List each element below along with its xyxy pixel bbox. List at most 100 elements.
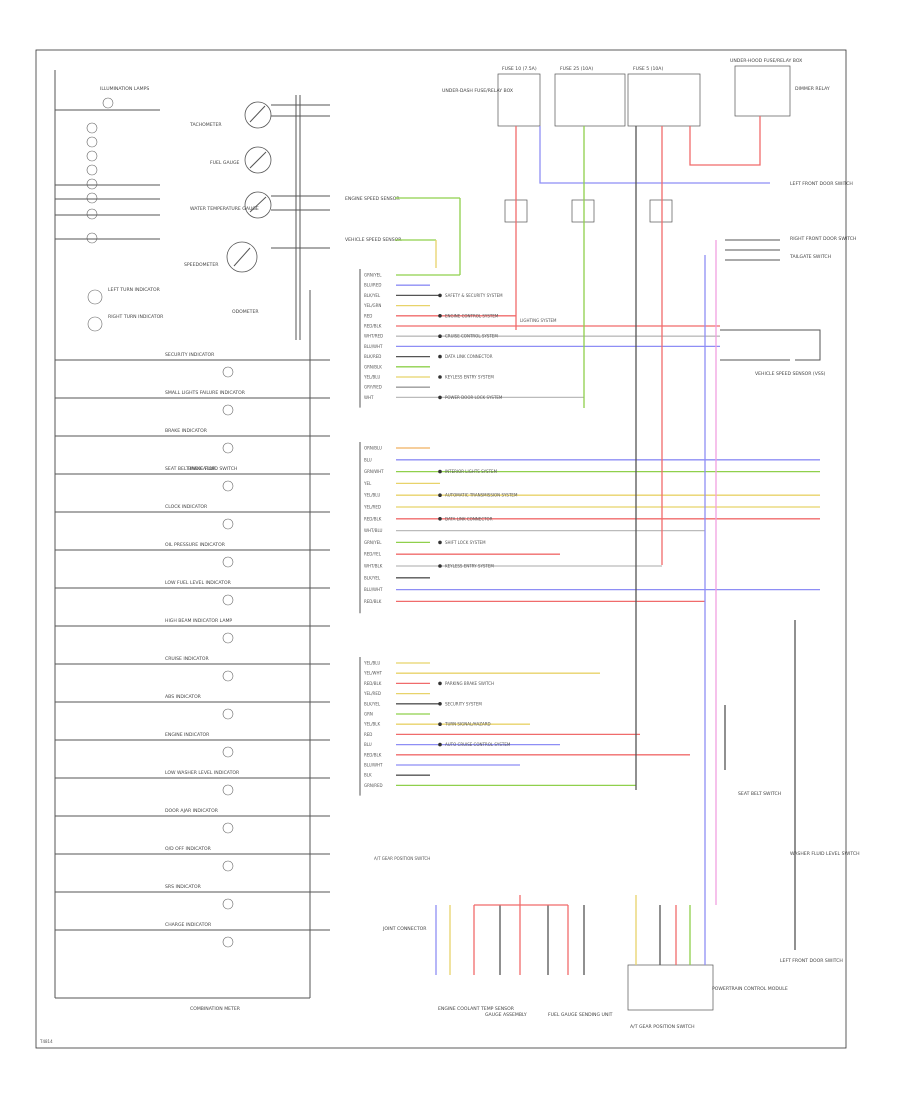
wire-code-label: BLU <box>364 742 372 747</box>
lamp-icon <box>86 192 98 204</box>
fuse-box-1 <box>497 73 541 127</box>
right-switch-a-label: LEFT FRONT DOOR SWITCH <box>790 181 853 187</box>
wire-code-label: BLU/WHT <box>364 344 383 349</box>
wire-code-label: GRN/BLK <box>364 364 382 369</box>
wire-code-label: WHT <box>364 395 374 400</box>
wire-code-label: BLU/RED <box>364 283 381 288</box>
indicator-lamp-icon <box>222 518 234 530</box>
fuse-2-label: FUSE 25 (10A) <box>560 66 593 72</box>
vehicle-speed-switch-label: VEHICLE SPEED SENSOR (VSS) <box>755 371 826 377</box>
wire-code-label: YEL/GRN <box>363 303 381 308</box>
indicator-label: O/D OFF INDICATOR <box>165 846 212 852</box>
indicator-lamp-icon <box>222 594 234 606</box>
top-components: UNDER-DASH FUSE/RELAY BOX FUSE 10 (7.5A)… <box>442 58 830 223</box>
indicator-label: SEAT BELT INDICATOR <box>165 466 216 472</box>
indicator-label: DOOR AJAR INDICATOR <box>165 808 219 814</box>
engine-speed-sensor-label: ENGINE SPEED SENSOR <box>345 196 400 202</box>
system-note-label: SAFETY & SECURITY SYSTEM <box>445 293 503 298</box>
indicator-lamp-icon <box>222 670 234 682</box>
system-note-label: KEYLESS ENTRY SYSTEM <box>445 375 494 380</box>
indicator-label: SECURITY INDICATOR <box>165 352 215 358</box>
wire-code-label: BLU/WHT <box>364 763 383 768</box>
indicator-lamp-icon <box>222 860 234 872</box>
wire-code-label: YEL/BLU <box>363 375 380 380</box>
splice-dot <box>438 681 442 686</box>
relay-label: DIMMER RELAY <box>795 86 830 92</box>
gauge-assembly-label: GAUGE ASSEMBLY <box>485 1012 527 1018</box>
system-note-label: KEYLESS ENTRY SYSTEM <box>445 564 494 569</box>
wire-code-label: GRN/WHT <box>364 469 384 474</box>
gear-position-label: A/T GEAR POSITION SWITCH <box>630 1024 695 1030</box>
fuel-gauge-label: FUEL GAUGE <box>210 160 240 166</box>
lamp-icon <box>102 97 114 109</box>
indicator-label: ENGINE INDICATOR <box>165 732 210 738</box>
wire-code-label: BLK/RED <box>364 354 381 359</box>
indicator-lamp-icon <box>222 898 234 910</box>
wire <box>539 126 770 184</box>
small-switch-label: LEFT FRONT DOOR SWITCH <box>780 958 843 964</box>
system-note-label: AUTO CRUISE CONTROL SYSTEM <box>445 742 511 747</box>
wire-code-label: BLK <box>364 773 372 778</box>
indicator-label: LOW FUEL LEVEL INDICATOR <box>165 580 232 586</box>
wire-code-label: YEL/BLU <box>363 493 380 498</box>
wire-code-label: BLK/YEL <box>364 293 381 298</box>
indicator-lamp-icon <box>222 784 234 796</box>
wire-code-label: BLU/WHT <box>364 587 383 592</box>
wire-code-label: GRN <box>364 712 373 717</box>
footer-code: T4814 <box>39 1039 53 1044</box>
splice-dot <box>438 375 442 379</box>
wire-code-label: RED/BLK <box>364 752 382 757</box>
indicator-label: BRAKE INDICATOR <box>165 428 208 434</box>
wire-code-label: YEL/RED <box>363 505 381 510</box>
tachometer-gauge-icon <box>244 101 272 129</box>
right-switches: LEFT FRONT DOOR SWITCH RIGHT FRONT DOOR … <box>720 181 856 377</box>
wire-code-label: ORN/BLU <box>364 446 382 451</box>
indicator-lamp-icon <box>222 746 234 758</box>
fuse-box-main-label: UNDER-DASH FUSE/RELAY BOX <box>442 88 513 94</box>
pcm-label: POWERTRAIN CONTROL MODULE <box>712 986 788 992</box>
indicator-lamp-icon <box>222 404 234 416</box>
top-right-fuse-label: UNDER-HOOD FUSE/RELAY BOX <box>730 58 802 64</box>
indicator-lamp-icon <box>222 936 234 948</box>
gauge-needle <box>249 151 267 169</box>
wire-code-label: WHT/RED <box>364 334 383 339</box>
gear-switch-label: A/T GEAR POSITION SWITCH <box>374 856 430 861</box>
splice-dot <box>438 469 442 474</box>
lamp-icon <box>86 150 98 162</box>
fuse-box-2 <box>554 73 626 127</box>
wire-code-label: RED/YEL <box>364 552 382 557</box>
right-turn-label: RIGHT TURN INDICATOR <box>108 314 164 320</box>
system-note-label: DATA LINK CONNECTOR <box>445 354 493 359</box>
diagram-frame <box>35 49 847 1049</box>
illumination-lamps-label: ILLUMINATION LAMPS <box>100 86 149 92</box>
fuse-box-3 <box>627 73 701 127</box>
right-switch-c-label: TAILGATE SWITCH <box>789 254 831 260</box>
odometer-label: ODOMETER <box>232 309 259 315</box>
wire-code-label: YEL <box>363 481 372 486</box>
wire-code-label: GRN/YEL <box>364 540 382 545</box>
wire-code-label: YEL/BLK <box>363 722 381 727</box>
wire-code-label: YEL/WHT <box>363 671 383 676</box>
indicator-label: OIL PRESSURE INDICATOR <box>165 542 226 548</box>
splice-dot <box>438 702 442 706</box>
speedometer-label: SPEEDOMETER <box>184 262 219 268</box>
splice-dot <box>438 540 442 545</box>
fuel-sending-label: FUEL GAUGE SENDING UNIT <box>548 1012 613 1018</box>
indicator-lamp-icon <box>222 366 234 378</box>
splice-dot <box>438 395 442 400</box>
indicator-lamp-icon <box>222 708 234 720</box>
wire-code-label: RED <box>364 732 372 737</box>
wire-code-label: YEL/BLU <box>363 661 380 666</box>
left-turn-label: LEFT TURN INDICATOR <box>108 287 161 293</box>
gauge-needle <box>249 196 267 213</box>
wire-block-a: GRN/YELBLU/REDBLK/YELYEL/GRNREDRED/BLKWH… <box>359 269 720 408</box>
wire-code-label: RED/BLK <box>364 324 382 329</box>
combination-meter-title: COMBINATION METER <box>190 1006 241 1012</box>
indicator-label: CRUISE INDICATOR <box>165 656 209 662</box>
indicator-lamp-icon <box>222 632 234 644</box>
seat-belt-label: SEAT BELT SWITCH <box>738 791 781 797</box>
indicator-label: HIGH BEAM INDICATOR LAMP <box>165 618 232 624</box>
left-sensors: ENGINE SPEED SENSOR VEHICLE SPEED SENSOR <box>345 196 461 275</box>
